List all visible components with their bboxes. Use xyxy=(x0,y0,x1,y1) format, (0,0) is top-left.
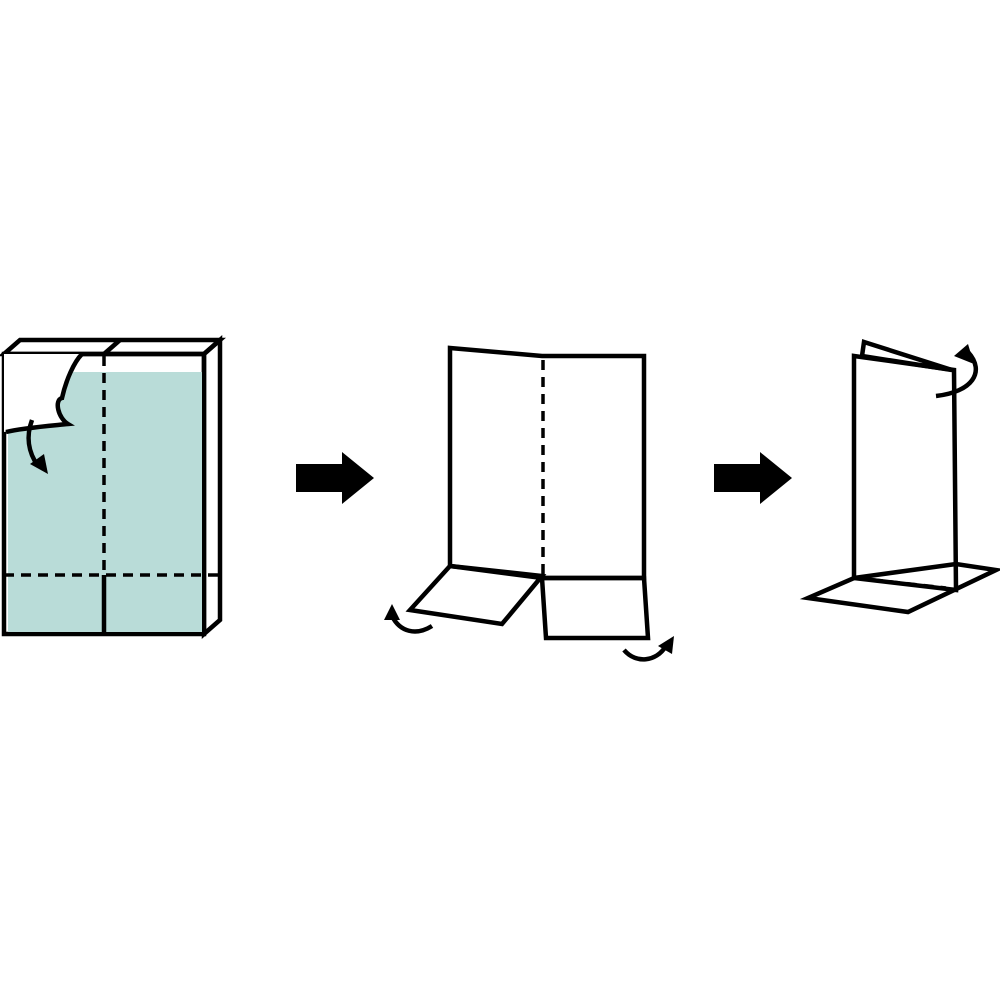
step-3-standing-card xyxy=(799,339,1000,615)
front-panel xyxy=(851,353,959,593)
curved-arrow-icon xyxy=(622,644,668,662)
left-flap-fold-line xyxy=(451,564,543,578)
right-arrow-icon xyxy=(714,452,792,504)
curved-arrow-icon xyxy=(935,350,979,399)
right-flap xyxy=(539,575,651,641)
arrowhead-icon xyxy=(384,604,400,620)
stand-main-panel xyxy=(447,345,647,581)
arrowhead-icon xyxy=(658,636,674,654)
right-arrow-icon xyxy=(296,452,374,504)
base-flap xyxy=(799,561,1000,615)
peel-corner-icon xyxy=(4,354,82,432)
arrowhead-icon xyxy=(30,454,48,474)
peel-corner-curl xyxy=(5,352,84,435)
step-1-sheet xyxy=(0,335,226,639)
top-face-divider xyxy=(102,338,122,356)
step-2-stand xyxy=(384,345,674,662)
sheet-side-face xyxy=(201,335,223,639)
arrowhead-icon xyxy=(954,344,974,364)
